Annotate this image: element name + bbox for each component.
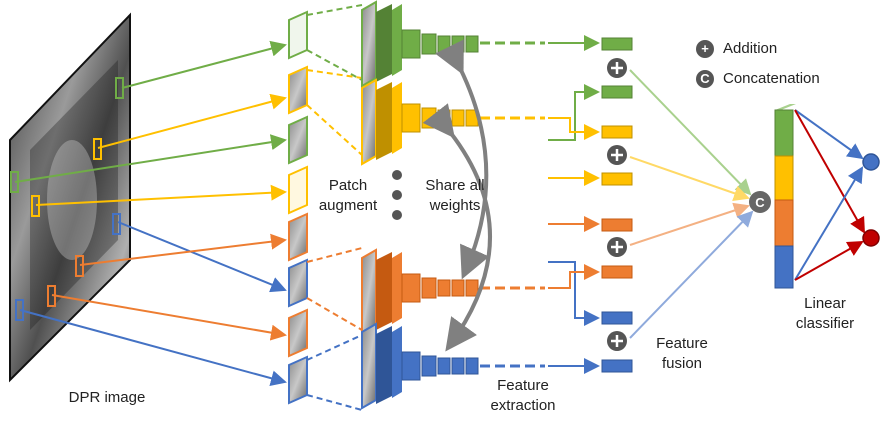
label-feature-extraction: Feature extraction [478,376,568,416]
classifier-arrows [794,109,865,281]
dpr-image [9,12,131,383]
legend-addition-icon: + [696,40,714,58]
label-classifier-line2: classifier [795,315,855,332]
concatenated-feature [774,104,796,289]
label-linear-classifier: Linear classifier [780,294,870,334]
label-extraction-line2: extraction [490,397,556,414]
share-weights-arrows [422,39,492,352]
addition-nodes [607,58,627,351]
cnn-yellow [361,78,545,166]
feature-routing [548,35,600,374]
label-share-line1: Share all [425,177,485,194]
label-extraction-line1: Feature [497,377,549,394]
cnn-blue [361,322,545,410]
projection-lines [306,4,363,411]
label-patch-augment: Patch augment [308,176,388,216]
label-patch-line1: Patch [328,177,368,194]
label-fusion-line1: Feature [656,335,708,352]
patch-column [288,10,308,405]
label-classifier-line1: Linear [804,295,846,312]
svg-text:C: C [755,195,765,210]
legend-concat-label: Concatenation [723,70,820,87]
fusion-arrows [629,69,754,339]
label-fusion-line2: fusion [661,355,703,372]
output-node-red [862,229,880,247]
output-node-blue [862,153,880,171]
legend-addition-label: Addition [723,40,778,57]
cnn-orange [361,248,545,336]
image-patch-markers [10,77,124,321]
patch-arrows [14,40,287,387]
label-dpr-image: DPR image [68,389,146,406]
cnn-green [361,0,545,88]
label-share-weights: Share all weights [410,176,500,216]
concatenation-node: C [749,191,771,213]
label-feature-fusion: Feature fusion [642,334,722,374]
feature-vectors [601,37,633,373]
legend-concat-icon: C [696,70,714,88]
ellipsis-dots [392,170,402,220]
label-share-line2: weights [429,197,481,214]
label-patch-line2: augment [318,197,378,214]
